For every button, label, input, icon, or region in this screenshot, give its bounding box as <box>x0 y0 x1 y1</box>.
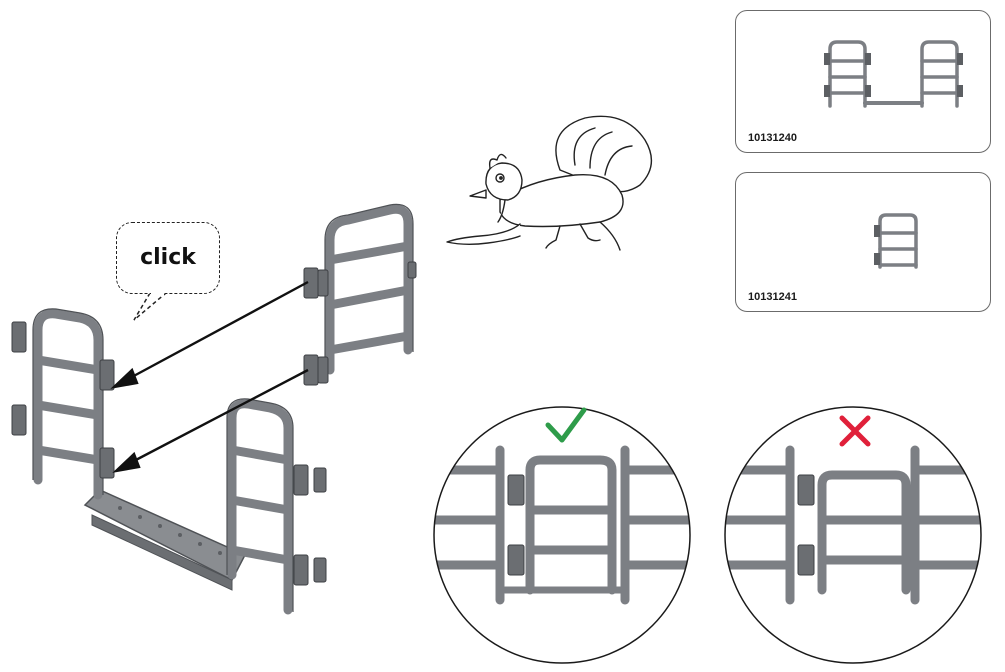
loose-gate <box>303 203 417 386</box>
cross-icon <box>839 415 871 447</box>
part-code: 10131240 <box>748 132 797 144</box>
check-icon <box>545 407 587 443</box>
gate-with-step-icon <box>824 40 963 108</box>
click-bubble: click <box>116 222 220 294</box>
part-code: 10131241 <box>748 291 797 303</box>
rooster-mascot-icon <box>446 115 653 251</box>
part-box-10131241: 10131241 <box>735 172 991 312</box>
part-box-10131240: 10131240 <box>735 10 991 153</box>
gate-icon <box>874 213 918 269</box>
gate-with-step <box>11 308 327 615</box>
assembly-arrows <box>110 280 309 473</box>
click-label: click <box>140 245 196 270</box>
wrong-detail <box>724 406 982 664</box>
correct-detail <box>433 406 691 664</box>
